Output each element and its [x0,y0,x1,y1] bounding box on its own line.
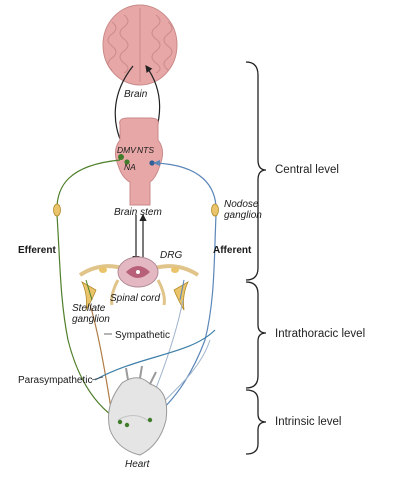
efferent-label: Efferent [18,245,56,256]
parasympathetic-pathway-line [94,329,216,381]
nts-label: NTS [137,145,154,155]
brain-stem-label: Brain stem [114,207,162,218]
nodose-ganglion-icon [211,203,219,217]
central-level-label: Central level [275,164,339,176]
spinal-cord-icon [78,256,200,306]
stellate-ganglion-label: Stellate ganglion [72,303,110,325]
brain-label: Brain [124,89,148,100]
na-label: NA [124,162,136,172]
heart-icon [108,365,168,456]
drg-label: DRG [160,250,183,261]
parasympathetic-label: Parasympathetic [18,375,93,386]
intrinsic-level-bracket [245,389,267,455]
efferent-ganglion-icon [53,203,61,217]
stellate-ganglion-icon [81,281,97,311]
spinal-cord-label: Spinal cord [110,293,161,304]
sympathetic-pathway-line [89,304,113,416]
afferent-label: Afferent [213,245,252,256]
sympathetic-label: Sympathetic [115,330,171,341]
brain-icon [102,4,178,86]
brain-stem-icon [114,117,164,206]
dmv-label: DMV [117,145,136,155]
afferent-pathway-line [149,162,217,421]
intrinsic-level-label: Intrinsic level [275,416,342,428]
intrathoracic-level-label: Intrathoracic level [275,328,366,340]
central-level-bracket [245,61,267,281]
heart-label: Heart [125,459,150,470]
efferent-pathway-line [56,159,121,421]
nodose-ganglion-label: Nodose ganglion [224,199,262,221]
intrathoracic-level-bracket [245,281,267,389]
